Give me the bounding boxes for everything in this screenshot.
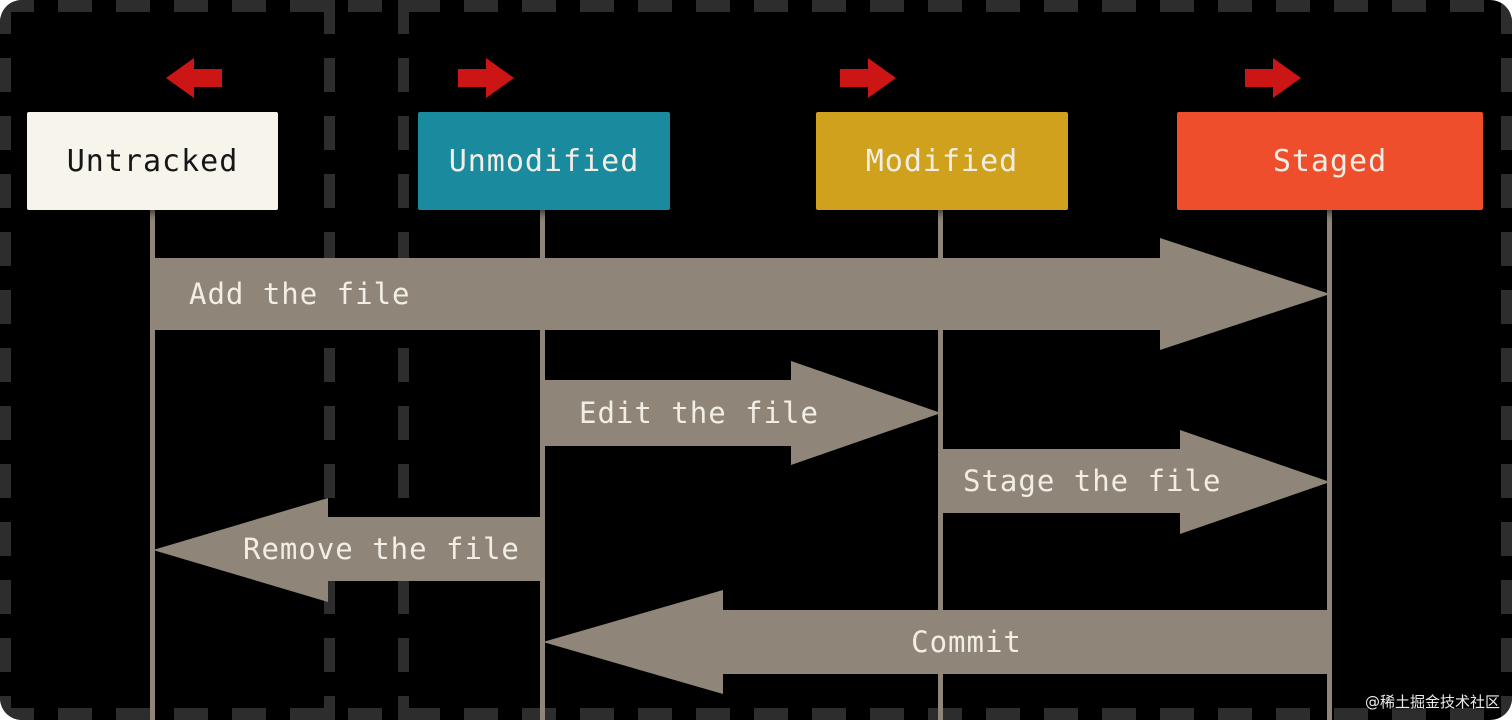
dashed-divider-2 <box>398 0 409 720</box>
dashed-border-bottom <box>0 708 1512 720</box>
red-arrow-tail <box>840 69 870 87</box>
state-box-staged: Staged <box>1177 112 1483 210</box>
red-arrow-left-icon <box>166 58 224 98</box>
red-arrow-tip <box>486 58 514 98</box>
transition-add-the-file: Add the file <box>153 238 1330 350</box>
arrowhead-left-icon <box>543 590 723 694</box>
state-label: Staged <box>1272 143 1388 179</box>
arrow-band <box>941 449 1200 513</box>
state-label: Untracked <box>66 143 239 179</box>
state-box-untracked: Untracked <box>27 112 278 210</box>
red-arrow-right-icon <box>838 58 896 98</box>
state-box-modified: Modified <box>816 112 1068 210</box>
transition-edit-the-file: Edit the file <box>543 361 941 465</box>
arrowhead-right-icon <box>791 361 941 465</box>
transition-remove-the-file: Remove the file <box>153 498 543 602</box>
arrow-band <box>543 380 811 446</box>
state-label: Modified <box>865 143 1019 179</box>
transition-label: Add the file <box>189 277 411 311</box>
red-arrow-tail <box>458 69 488 87</box>
transition-label: Remove the file <box>243 532 520 566</box>
arrow-band <box>153 258 1180 330</box>
red-arrow-right-icon <box>456 58 514 98</box>
lifeline-modified <box>938 210 943 720</box>
arrow-band <box>303 517 543 581</box>
arrowhead-left-icon <box>153 498 328 602</box>
transition-commit: Commit <box>543 590 1330 694</box>
transition-label: Edit the file <box>579 396 819 430</box>
arrow-band <box>723 610 1330 674</box>
red-arrow-tip <box>1273 58 1301 98</box>
red-arrow-tip <box>166 58 194 98</box>
state-label: Unmodified <box>448 143 640 179</box>
dashed-border-right <box>1501 0 1512 720</box>
lifeline-unmodified <box>540 210 545 720</box>
transition-stage-the-file: Stage the file <box>941 430 1330 534</box>
dashed-border-top <box>0 0 1512 12</box>
arrowhead-right-icon <box>1180 430 1330 534</box>
red-arrow-right-icon <box>1243 58 1301 98</box>
state-box-unmodified: Unmodified <box>418 112 670 210</box>
dashed-border-left <box>0 0 11 720</box>
dashed-divider-1 <box>324 0 335 720</box>
red-arrow-tip <box>868 58 896 98</box>
arrowhead-right-icon <box>1160 238 1330 350</box>
watermark: @稀土掘金技术社区 <box>1364 693 1500 711</box>
transition-label: Commit <box>911 625 1022 659</box>
red-arrow-tail <box>1245 69 1275 87</box>
red-arrow-tail <box>192 69 222 87</box>
transition-label: Stage the file <box>963 464 1222 498</box>
lifeline-untracked <box>150 210 155 720</box>
